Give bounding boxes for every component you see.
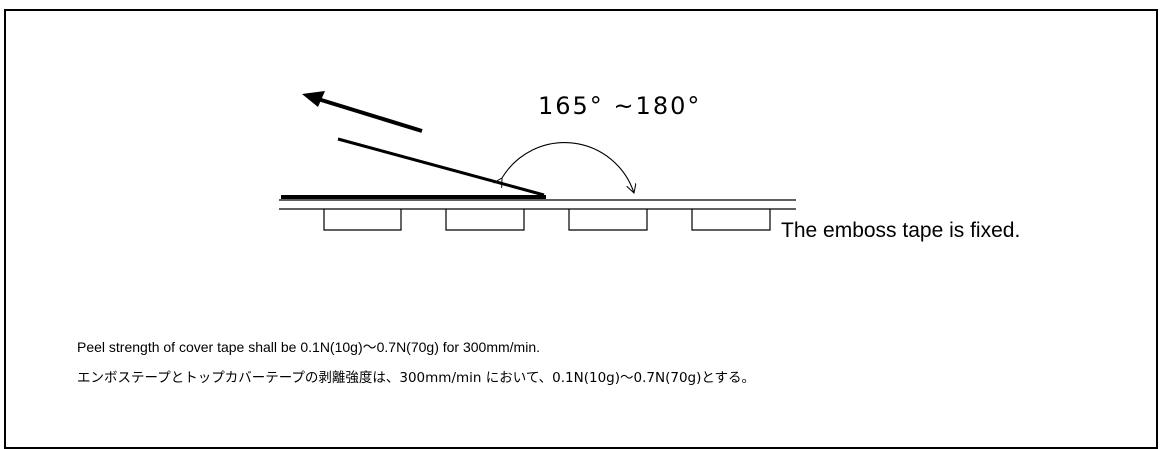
peel-strength-spec-ja: エンボステープとトップカバーテープの剥離強度は、300mm/min において、0… <box>77 370 755 386</box>
peeled-cover-tape <box>337 137 545 197</box>
emboss-fixed-note: The emboss tape is fixed. <box>781 219 1021 242</box>
angle-range-label: 165° ~180° <box>538 92 702 120</box>
emboss-pocket <box>323 209 402 231</box>
emboss-pocket <box>568 209 648 231</box>
peel-angle-arc <box>502 142 634 193</box>
emboss-pocket <box>445 209 525 231</box>
peel-direction-arrow <box>302 91 423 133</box>
emboss-tape <box>279 199 796 210</box>
diagram-frame <box>4 9 1158 449</box>
emboss-pockets <box>323 209 771 231</box>
peel-strength-spec-en: Peel strength of cover tape shall be 0.1… <box>77 339 541 355</box>
peel-test-diagram <box>279 91 796 231</box>
emboss-pocket <box>691 209 771 231</box>
